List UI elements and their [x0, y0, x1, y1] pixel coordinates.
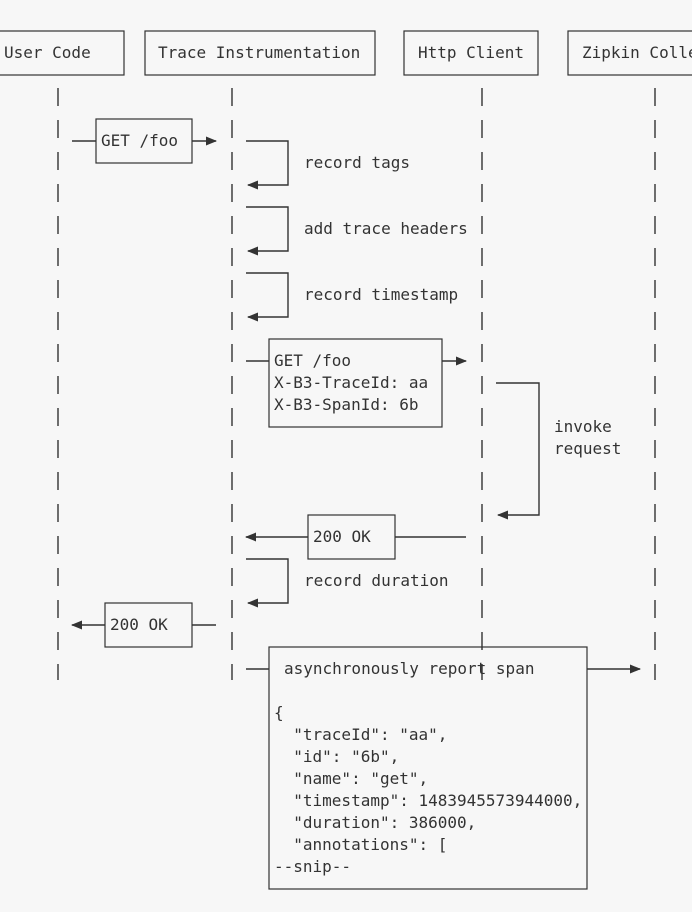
self-message-record-tags: record tags	[246, 140, 410, 190]
message-label: 200 OK	[110, 615, 168, 634]
message-label: record tags	[304, 153, 410, 172]
span-json-line: {	[274, 703, 284, 722]
span-json-line: --snip--	[274, 857, 351, 876]
participant-zipkin-collector: Zipkin Colle	[567, 30, 692, 76]
self-message-record-duration: record duration	[246, 558, 449, 608]
participant-label: User Code	[4, 43, 91, 62]
message-report-span: asynchronously report span { "traceId": …	[246, 646, 642, 890]
message-label: asynchronously report span	[284, 659, 534, 678]
message-label: record duration	[304, 571, 449, 590]
message-label: record timestamp	[304, 285, 458, 304]
message-label: 200 OK	[313, 527, 371, 546]
span-json-line: "name": "get",	[274, 769, 428, 788]
message-get-foo: GET /foo	[72, 118, 218, 164]
message-http-request: GET /foo X-B3-TraceId: aa X-B3-SpanId: 6…	[246, 338, 468, 428]
self-message-invoke-request: invoke request	[496, 382, 621, 520]
span-json-line: "duration": 386000,	[274, 813, 476, 832]
span-json-line: "traceId": "aa",	[274, 725, 447, 744]
message-label: request	[554, 439, 621, 458]
message-label: add trace headers	[304, 219, 468, 238]
participant-label: Zipkin Colle	[582, 43, 692, 62]
message-200-ok-user: 200 OK	[70, 602, 216, 648]
span-json-line: "id": "6b",	[274, 747, 399, 766]
request-line: X-B3-SpanId: 6b	[274, 395, 419, 414]
participant-http-client: Http Client	[403, 30, 539, 76]
message-200-ok-http: 200 OK	[244, 514, 466, 560]
participant-label: Http Client	[418, 43, 524, 62]
message-label: invoke	[554, 417, 612, 436]
request-line: X-B3-TraceId: aa	[274, 373, 428, 392]
request-line: GET /foo	[274, 351, 351, 370]
message-label: GET /foo	[101, 131, 178, 150]
span-json-line: "annotations": [	[274, 835, 447, 854]
participant-user-code: User Code	[0, 30, 125, 76]
span-json-line: "timestamp": 1483945573944000,	[274, 791, 582, 810]
participant-label: Trace Instrumentation	[158, 43, 360, 62]
self-message-record-timestamp: record timestamp	[246, 272, 458, 322]
self-message-add-trace-headers: add trace headers	[246, 206, 468, 256]
participant-trace-instrumentation: Trace Instrumentation	[144, 30, 376, 76]
